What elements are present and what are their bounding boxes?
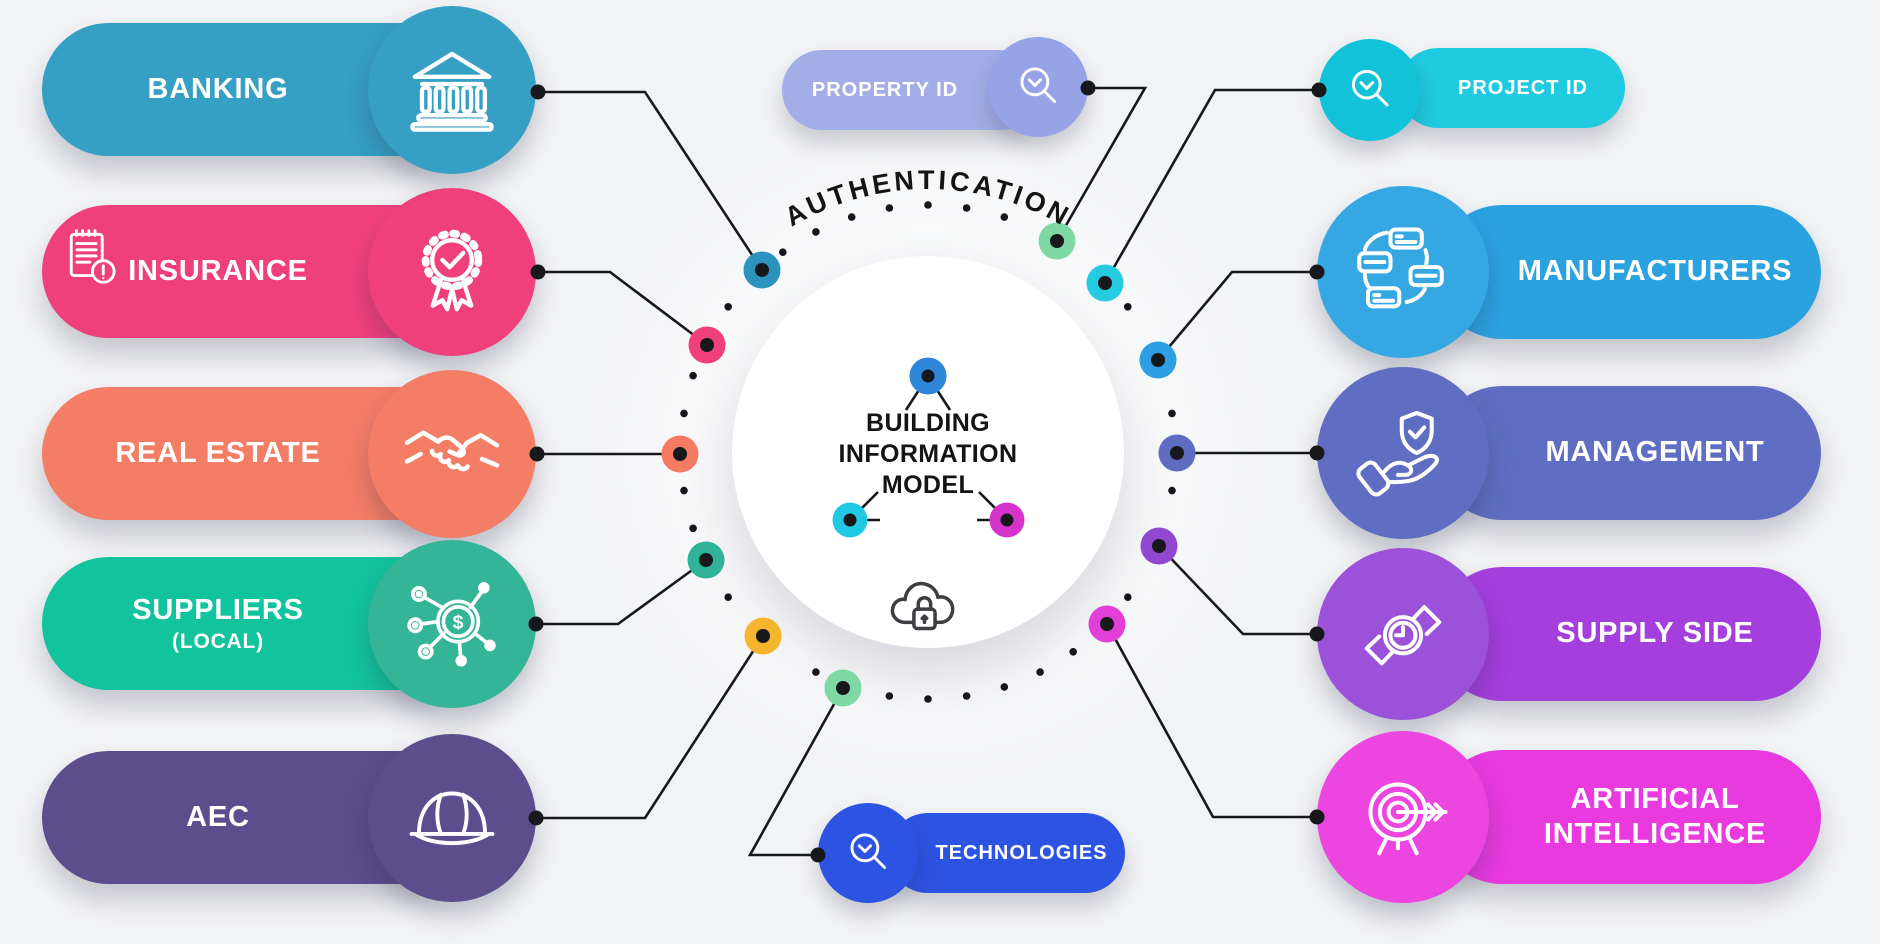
aec-label: AEC: [186, 800, 250, 833]
artificial-intelligence-label-line1: ARTIFICIAL: [1570, 782, 1740, 815]
target-arrow-icon: [1317, 731, 1489, 903]
sector-artificial-intelligence: ARTIFICIAL INTELLIGENCE: [1317, 731, 1821, 903]
hard-hat-icon: [368, 734, 536, 902]
search-clock-icon: [818, 803, 918, 903]
management-pill: [1435, 386, 1821, 520]
artificial-intelligence-pill: [1435, 750, 1821, 884]
technologies-label: TECHNOLOGIES: [935, 841, 1108, 864]
badge-check-icon: [368, 188, 536, 356]
sector-supply-side: SUPPLY SIDE: [1317, 548, 1821, 720]
supply-side-label: SUPPLY SIDE: [1556, 617, 1754, 650]
sector-insurance: INSURANCE: [42, 188, 536, 356]
sector-management: MANAGEMENT: [1317, 367, 1821, 539]
project-id-pill: [1398, 48, 1625, 128]
search-clock-icon: [988, 37, 1088, 137]
shield-hand-icon: [1317, 367, 1489, 539]
suppliers-sublabel: (LOCAL): [172, 630, 264, 654]
property-id-label: PROPERTY ID: [811, 78, 959, 101]
technologies-pill: [888, 813, 1125, 893]
sector-aec: AEC: [42, 734, 536, 902]
watch-icon: [1317, 548, 1489, 720]
sector-suppliers: SUPPLIERS (LOCAL) $: [42, 540, 536, 708]
supply-side-pill: [1435, 567, 1821, 701]
artificial-intelligence-label-line2: INTELLIGENCE: [1543, 818, 1767, 850]
insurance-label: INSURANCE: [128, 254, 308, 287]
sector-real-estate: REAL ESTATE: [42, 370, 536, 538]
banking-label: BANKING: [147, 72, 289, 105]
sector-banking: BANKING: [42, 6, 536, 174]
workflow-icon: [1317, 186, 1489, 358]
suppliers-label: SUPPLIERS: [132, 593, 304, 626]
center-title: BUILDING INFORMATION MODEL: [838, 409, 1018, 499]
manufacturers-label: MANUFACTURERS: [1517, 255, 1793, 288]
real-estate-label: REAL ESTATE: [115, 436, 321, 469]
sector-manufacturers: MANUFACTURERS: [1317, 186, 1821, 358]
project-id-label: PROJECT ID: [1457, 76, 1589, 99]
manufacturers-pill: [1435, 205, 1821, 339]
document-alert-icon: [64, 226, 126, 288]
dollar-network-icon: $: [368, 540, 536, 708]
center-hub: BUILDING INFORMATION MODEL: [732, 256, 1124, 648]
management-label: MANAGEMENT: [1545, 436, 1765, 469]
bank-icon: [368, 6, 536, 174]
cloud-lock-icon: [882, 566, 974, 640]
search-clock-icon: [1319, 39, 1421, 141]
handshake-icon: [368, 370, 536, 538]
svg-text:$: $: [453, 611, 464, 633]
